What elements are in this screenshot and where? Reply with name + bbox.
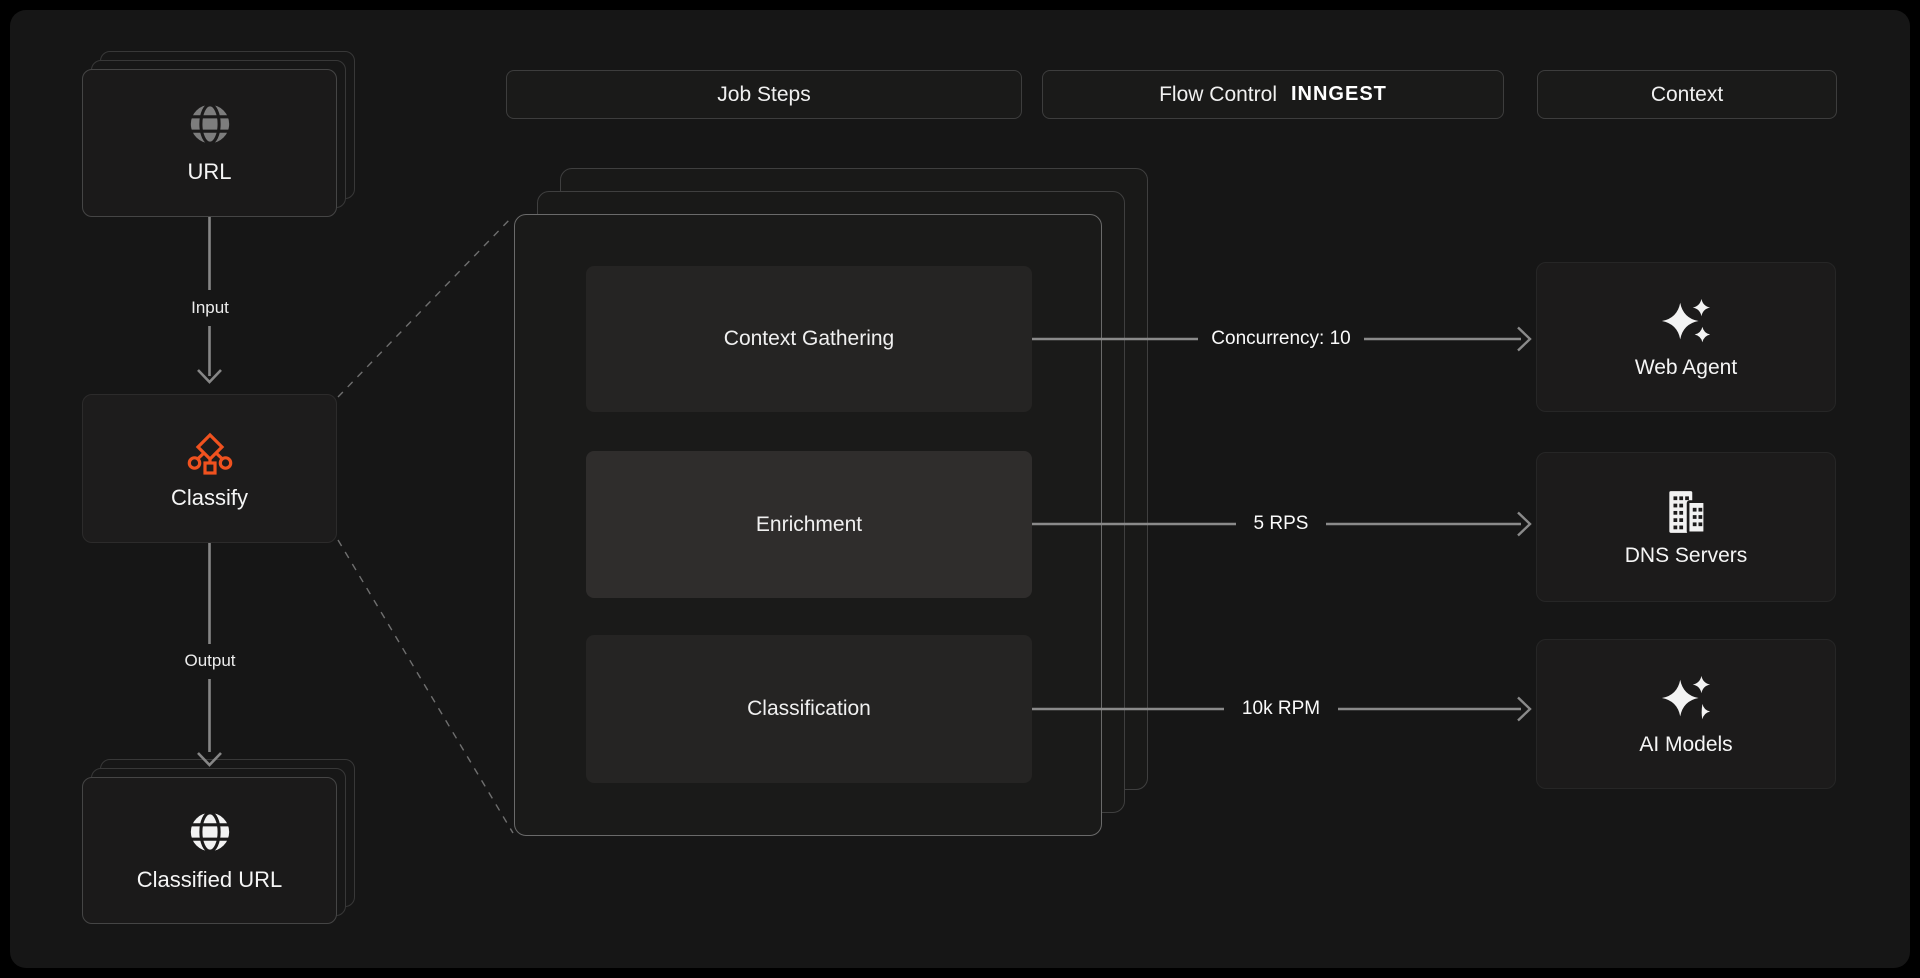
step-enrichment: Enrichment bbox=[586, 451, 1032, 598]
context-node-dns-servers: DNS Servers bbox=[1536, 452, 1836, 602]
header-job-steps-label: Job Steps bbox=[717, 82, 811, 106]
step-context-gathering: Context Gathering bbox=[586, 266, 1032, 412]
sparkles-icon bbox=[1661, 675, 1711, 719]
context-node-ai-models-label: AI Models bbox=[1639, 732, 1733, 756]
globe-icon bbox=[190, 810, 229, 853]
step-classification: Classification bbox=[586, 635, 1032, 783]
flow-control-rpm-label: 10k RPM bbox=[1241, 698, 1321, 719]
header-flow-control-label: Flow Control bbox=[1159, 82, 1277, 106]
building-icon bbox=[1669, 490, 1707, 534]
url-card-label: URL bbox=[187, 159, 232, 184]
classified-url-card: Classified URL bbox=[82, 777, 337, 924]
classify-node: Classify bbox=[82, 394, 337, 543]
flow-control-concurrency-label: Concurrency: 10 bbox=[1211, 328, 1351, 349]
url-card: URL bbox=[82, 69, 337, 217]
context-node-ai-models: AI Models bbox=[1536, 639, 1836, 789]
globe-icon bbox=[190, 103, 229, 145]
context-node-dns-servers-label: DNS Servers bbox=[1624, 543, 1748, 567]
flow-control-rps-label: 5 RPS bbox=[1253, 513, 1309, 534]
step-enrichment-label: Enrichment bbox=[755, 512, 863, 536]
header-context-label: Context bbox=[1650, 82, 1724, 106]
header-flow-control: Flow Control INNGEST bbox=[1042, 70, 1504, 119]
context-node-web-agent: Web Agent bbox=[1536, 262, 1836, 412]
step-context-gathering-label: Context Gathering bbox=[723, 327, 895, 350]
output-arrow-label: Output bbox=[184, 651, 236, 670]
sparkles-icon bbox=[1661, 298, 1711, 342]
context-node-web-agent-label: Web Agent bbox=[1634, 355, 1738, 379]
input-arrow-label: Input bbox=[191, 298, 229, 317]
header-context: Context bbox=[1537, 70, 1837, 119]
inngest-logo: INNGEST bbox=[1290, 83, 1387, 105]
classify-node-label: Classify bbox=[170, 484, 248, 510]
step-classification-label: Classification bbox=[747, 697, 871, 720]
classify-branch-icon bbox=[187, 432, 232, 475]
classified-url-card-label: Classified URL bbox=[136, 866, 283, 892]
header-job-steps: Job Steps bbox=[506, 70, 1022, 119]
